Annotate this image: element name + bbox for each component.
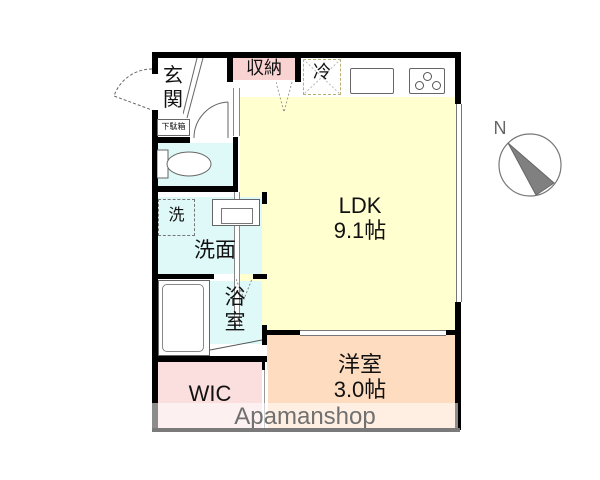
entrance-door-swing xyxy=(113,68,153,111)
wic-door xyxy=(264,370,268,428)
vanity-icon xyxy=(212,199,260,226)
toilet-door-swing xyxy=(193,101,229,139)
wall-bath-right xyxy=(262,325,267,345)
bath-floor-line xyxy=(210,339,262,351)
bathroom-label-1: 浴 xyxy=(224,285,246,309)
bottom-shadow xyxy=(152,428,460,432)
stove-icon xyxy=(409,68,445,94)
wall-toilet-bottom xyxy=(152,186,238,192)
window-right xyxy=(456,104,462,302)
wic-label: WIC xyxy=(188,381,232,406)
sink-icon xyxy=(350,68,394,94)
entrance-label-1: 玄 xyxy=(163,63,183,87)
washroom-label: 洗面 xyxy=(194,238,236,262)
wall-ldk-left-a xyxy=(233,137,238,192)
compass-icon xyxy=(498,133,562,197)
bathtub-inner xyxy=(162,284,204,352)
wall-storage-right xyxy=(295,52,301,82)
window-ldk-bottom xyxy=(300,330,446,336)
bathroom-label-2: 室 xyxy=(224,310,246,334)
wall-wash-bottom-r xyxy=(253,274,267,279)
shoe-box-label: 下駄箱 xyxy=(161,122,186,131)
wall-wash-bottom-l xyxy=(152,274,214,279)
ldk-size: 9.1帖 xyxy=(333,218,387,243)
wall-right-upper xyxy=(455,52,461,104)
compass-north-label: N xyxy=(493,118,507,138)
wall-storage-left xyxy=(227,52,233,82)
fridge-label: 冷 xyxy=(313,62,331,83)
watermark-text: Apamanshop xyxy=(234,403,376,430)
shoe-box xyxy=(157,119,190,136)
door-entrance-ldk xyxy=(233,88,240,136)
storage-label: 収納 xyxy=(246,58,282,79)
storage-door-swing xyxy=(276,82,293,114)
wall-right-lower xyxy=(455,302,461,430)
wall-wic-right xyxy=(262,356,265,370)
watermark-band xyxy=(152,403,458,430)
wall-bath-bottom xyxy=(152,356,267,362)
wall-top xyxy=(152,52,460,58)
toilet-icon xyxy=(157,149,212,179)
ldk-label: LDK xyxy=(338,193,382,218)
wall-entrance-bottom xyxy=(152,137,190,143)
bath-door-swing xyxy=(236,279,253,301)
western-room-size: 3.0帖 xyxy=(333,377,387,402)
wall-left-lower xyxy=(152,110,158,430)
washer-label: 洗 xyxy=(168,205,185,224)
shoe-box-lines xyxy=(183,58,204,119)
fridge-space xyxy=(303,59,341,95)
ldk-area xyxy=(240,97,455,330)
wall-wash-right xyxy=(262,192,267,204)
storage-area xyxy=(233,58,295,80)
door-ldk-left xyxy=(234,192,240,327)
western-room-label: 洋室 xyxy=(337,353,382,378)
wall-left-upper xyxy=(152,52,158,74)
wall-ldk-bottom-r xyxy=(446,330,460,335)
washer-space xyxy=(158,199,195,236)
wall-ldk-bottom-l xyxy=(262,330,300,335)
entrance-label-2: 関 xyxy=(163,87,183,111)
bathtub xyxy=(158,280,210,356)
